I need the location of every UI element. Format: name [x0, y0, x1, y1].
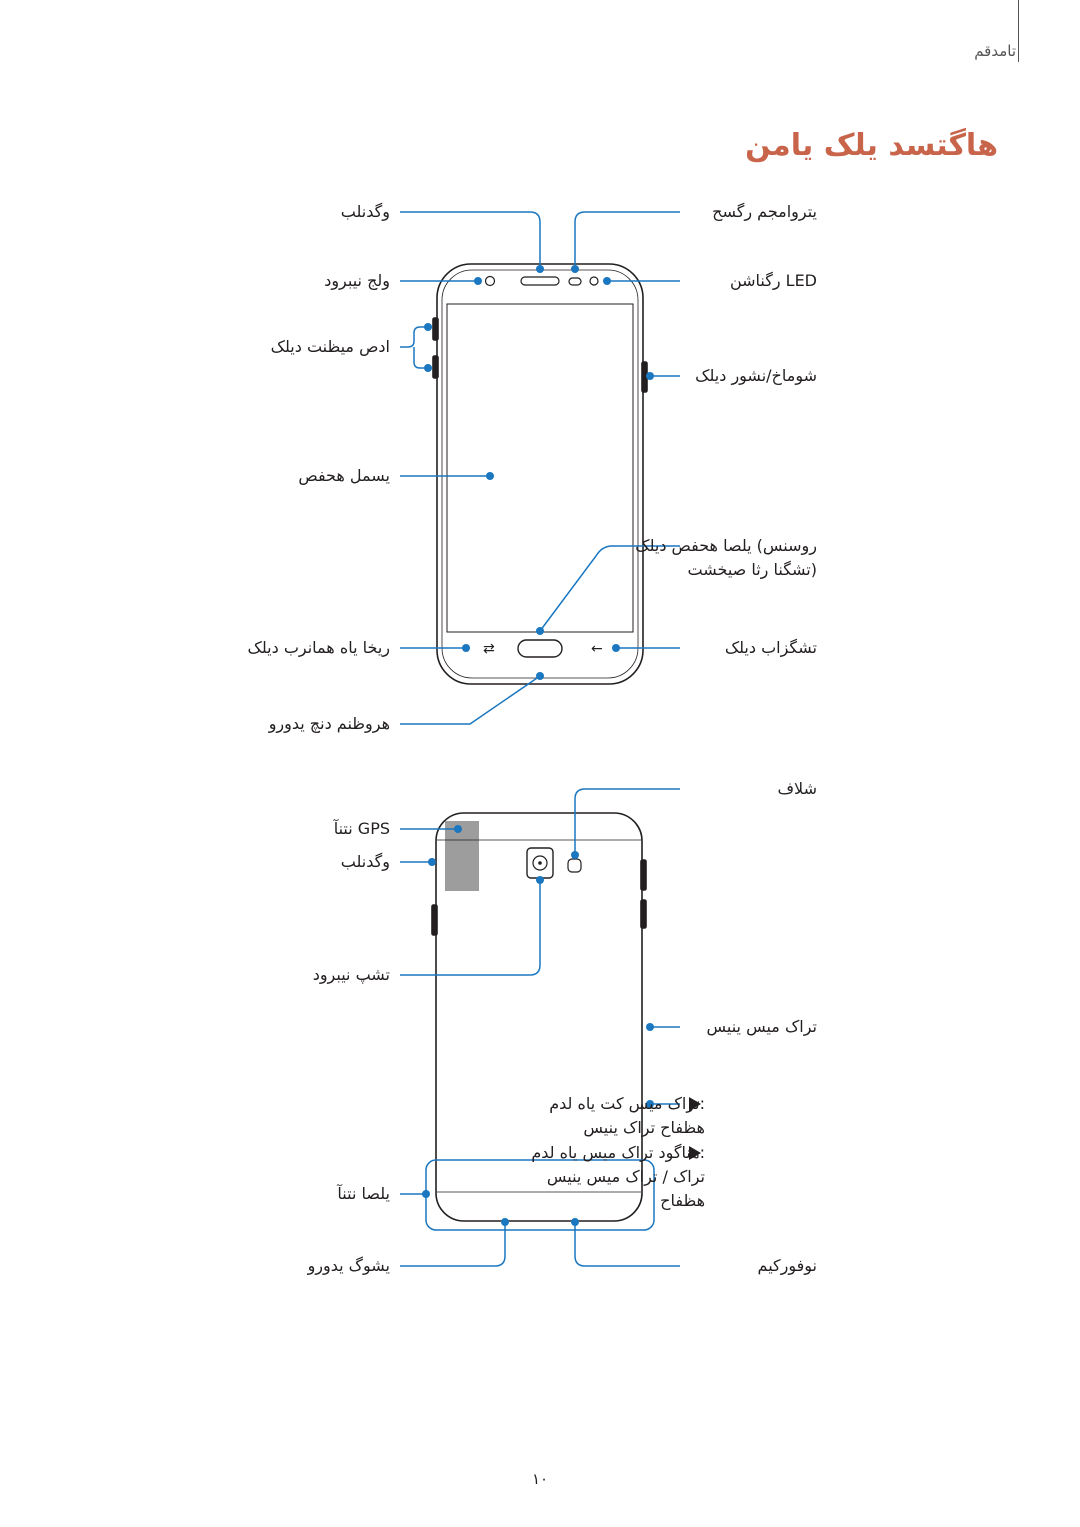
label-volume-key: ادص میظنت دیلک — [270, 337, 390, 356]
front-body-inner — [441, 269, 639, 679]
volume-up — [432, 317, 439, 341]
back-body-outline — [435, 812, 643, 1222]
back-icon: ← — [591, 641, 603, 657]
label-home-key-1: روسنس) یلصا هحفص دیلک — [635, 536, 817, 555]
label-headset-jack: یشوگ یدورو — [307, 1256, 390, 1275]
label-back-key: تشگزاب دیلک — [724, 638, 817, 657]
label-speaker-top: وگدنلب — [340, 202, 390, 221]
front-device — [432, 263, 648, 685]
label-back-speaker: وگدنلب — [340, 852, 390, 871]
label-single-sim-1: :تراک میس کت یاه لدم — [549, 1094, 705, 1113]
front-camera-lens — [484, 275, 496, 287]
label-rear-camera: تشپ نیبرود — [312, 965, 390, 984]
volume-down — [432, 355, 439, 379]
back-callout-dots — [422, 825, 654, 1226]
front-callout-dots — [424, 265, 654, 680]
label-power-key: شوماخ/نشور دیلک — [695, 366, 817, 385]
label-proximity-sensor: یتروامجم رگسح — [712, 202, 817, 221]
back-key-2 — [640, 899, 647, 929]
front-screen — [446, 303, 634, 633]
label-dual-sim-1: :هناگود تراک میس یاه لدم — [531, 1143, 705, 1162]
front-callouts — [400, 211, 680, 725]
section-title: تامدقم — [974, 42, 1016, 60]
label-recent-apps-key: ریخا یاه همانرب دیلک — [247, 638, 390, 657]
label-led-indicator: LED رگناشن — [729, 271, 817, 290]
label-flash: شلاف — [777, 779, 817, 798]
label-touchscreen: یسمل هحفص — [298, 466, 390, 485]
rear-camera-lens — [532, 855, 548, 871]
led-lens — [589, 276, 599, 286]
proximity-lens — [568, 277, 582, 286]
header-divider — [1018, 0, 1019, 62]
page-number: ۱۰ — [531, 1470, 549, 1488]
back-volume-key — [431, 904, 438, 936]
label-multipurpose-jack: هروظنم دنچ یدورو — [268, 714, 390, 733]
label-gps-antenna: GPS نتنآ — [333, 819, 390, 838]
label-home-key-2: (تشگنا رثا صیخشت — [687, 560, 817, 579]
back-callouts — [400, 788, 680, 1267]
earpiece — [520, 276, 560, 286]
dual-sim-marker — [689, 1146, 701, 1160]
label-dual-sim-2: تراک / تراک میس ینیس — [546, 1167, 705, 1186]
label-microphone: نوفورکیم — [757, 1256, 817, 1275]
flash-lens — [567, 858, 582, 873]
back-device — [431, 812, 647, 1222]
label-main-antenna: یلصا نتنآ — [337, 1184, 390, 1203]
back-power-key — [640, 859, 647, 891]
gps-patch — [445, 821, 479, 891]
label-single-sim-2: هظفاح تراک ینیس — [583, 1118, 705, 1137]
single-sim-marker — [689, 1097, 701, 1111]
recent-apps-icon: ⇄ — [483, 641, 495, 657]
label-sim-tray: تراک میس ینیس — [706, 1017, 817, 1036]
home-key — [517, 639, 563, 658]
page-title: هاگتسد یلک یامن — [745, 128, 998, 163]
label-front-camera: ولج نیبرود — [324, 271, 390, 290]
label-dual-sim-3: هظفاح — [660, 1191, 705, 1210]
front-body-outline — [436, 263, 644, 685]
